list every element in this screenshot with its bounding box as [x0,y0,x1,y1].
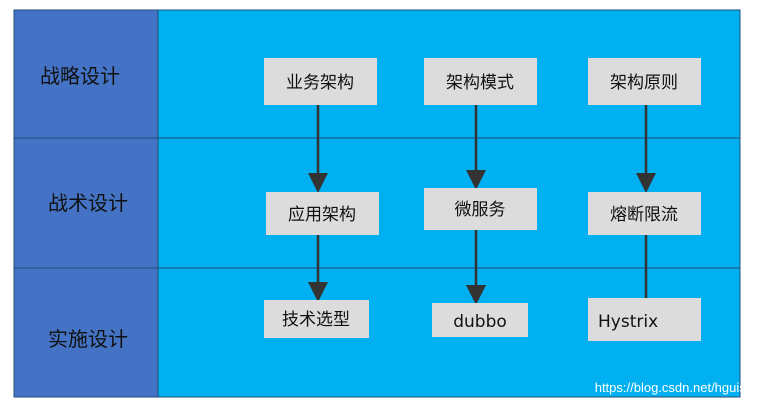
label-column [14,10,158,397]
svg-text:dubbo: dubbo [453,312,507,332]
svg-text:业务架构: 业务架构 [286,73,354,93]
svg-text:架构模式: 架构模式 [446,73,514,93]
box-microservice: 微服务 [424,188,537,230]
box-tech-selection: 技术选型 [264,300,369,338]
svg-text:架构原则: 架构原则 [610,73,678,93]
box-architecture-pattern: 架构模式 [424,58,537,105]
row-label-tactics: 战术设计 [48,191,128,215]
box-hystrix: Hystrix [588,298,701,341]
svg-text:熔断限流: 熔断限流 [610,205,678,225]
svg-text:微服务: 微服务 [455,200,506,220]
svg-text:应用架构: 应用架构 [288,205,356,225]
row-label-implementation: 实施设计 [48,327,128,351]
row-label-strategy: 战略设计 [40,64,120,88]
box-dubbo: dubbo [432,303,528,337]
box-application-architecture: 应用架构 [266,192,379,235]
box-architecture-principle: 架构原则 [588,58,701,105]
box-circuit-breaking: 熔断限流 [588,192,701,235]
svg-text:Hystrix: Hystrix [598,312,658,332]
svg-text:技术选型: 技术选型 [282,310,350,330]
watermark-text: https://blog.csdn.net/hguisu [595,380,753,395]
grid-lines [13,9,741,398]
box-business-architecture: 业务架构 [264,58,377,105]
